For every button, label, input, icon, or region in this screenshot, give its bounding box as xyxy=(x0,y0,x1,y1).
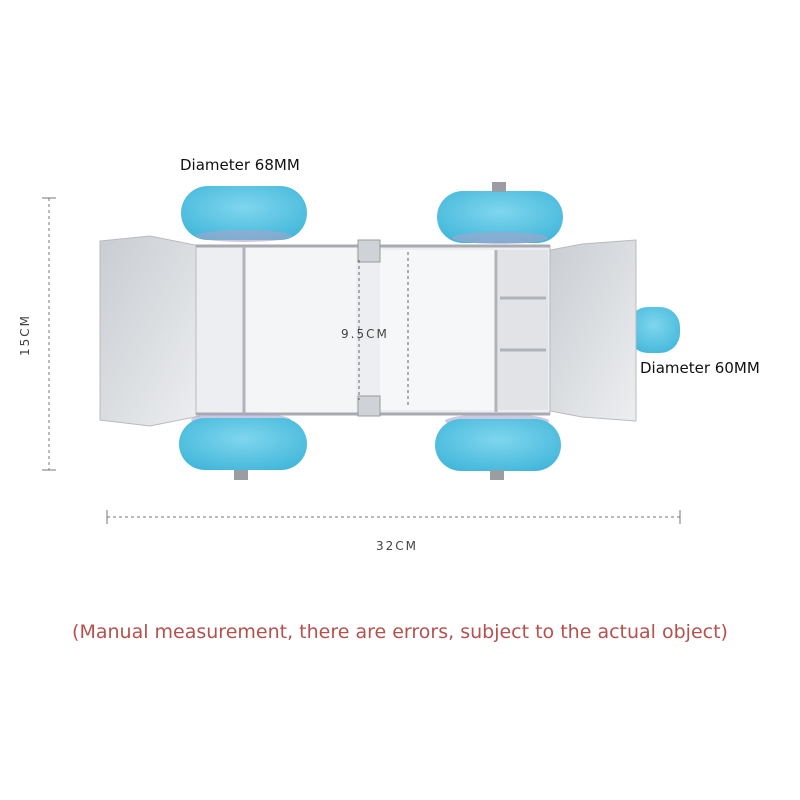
overall-length-label: 32CM xyxy=(376,539,419,553)
measurement-disclaimer: (Manual measurement, there are errors, s… xyxy=(72,621,728,643)
overall-width-label: 15CM xyxy=(18,313,32,356)
large-wheel-diameter-label: Diameter 68MM xyxy=(180,156,300,174)
wheel-top-left xyxy=(181,186,307,242)
wheel-bottom-right xyxy=(435,414,561,480)
trolley-frame xyxy=(99,235,637,427)
height-dimension-line xyxy=(42,197,56,471)
small-wheel-diameter-label: Diameter 60MM xyxy=(640,359,760,377)
rear-small-wheel xyxy=(628,307,680,353)
wheel-top-right xyxy=(437,182,563,244)
inner-width-label: 9.5CM xyxy=(341,327,389,341)
width-dimension-line xyxy=(106,510,681,524)
wheel-bottom-left xyxy=(179,413,307,480)
